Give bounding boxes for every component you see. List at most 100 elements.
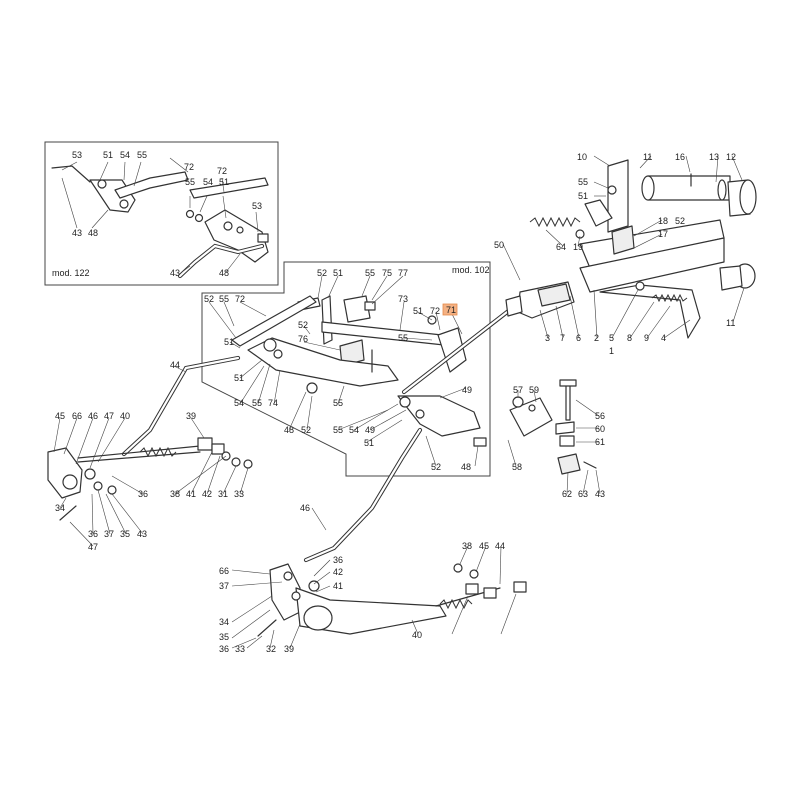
callout-label[interactable]: 64 (556, 242, 566, 252)
callout-label[interactable]: 57 (513, 385, 523, 395)
callout-label[interactable]: 51 (234, 373, 244, 383)
callout-label[interactable]: 52 (298, 320, 308, 330)
callout-label[interactable]: 40 (412, 630, 422, 640)
callout-label[interactable]: 51 (219, 177, 229, 187)
callout-label[interactable]: 48 (284, 425, 294, 435)
callout-label[interactable]: 17 (658, 229, 668, 239)
callout-label[interactable]: 36 (333, 555, 343, 565)
callout-label[interactable]: 11 (643, 152, 652, 162)
callout-label[interactable]: 19 (573, 242, 583, 252)
callout-label[interactable]: 49 (462, 385, 472, 395)
callout-label[interactable]: 59 (529, 385, 539, 395)
callout-label[interactable]: 4 (661, 333, 666, 343)
callout-label[interactable]: 55 (185, 177, 195, 187)
callout-label[interactable]: 3 (545, 333, 550, 343)
callout-label[interactable]: 54 (203, 177, 213, 187)
callout-label[interactable]: 34 (219, 617, 229, 627)
callout-label[interactable]: 48 (219, 268, 229, 278)
callout-label[interactable]: 36 (88, 529, 98, 539)
callout-label[interactable]: 50 (494, 240, 504, 250)
callout-label[interactable]: 48 (461, 462, 471, 472)
callout-label[interactable]: 52 (317, 268, 327, 278)
callout-label[interactable]: 42 (202, 489, 212, 499)
callout-label[interactable]: 66 (72, 411, 82, 421)
callout-label[interactable]: 41 (186, 489, 196, 499)
callout-label[interactable]: 36 (138, 489, 148, 499)
callout-label[interactable]: 38 (170, 489, 180, 499)
callout-label[interactable]: 49 (365, 425, 375, 435)
callout-label[interactable]: 72 (184, 162, 194, 172)
callout-label[interactable]: 43 (72, 228, 82, 238)
callout-label[interactable]: 37 (104, 529, 114, 539)
callout-label[interactable]: 77 (398, 268, 408, 278)
callout-label[interactable]: 62 (562, 489, 572, 499)
callout-label[interactable]: 5 (609, 333, 614, 343)
callout-label[interactable]: 55 (252, 398, 262, 408)
callout-label[interactable]: 54 (234, 398, 244, 408)
callout-label[interactable]: 46 (88, 411, 98, 421)
callout-label[interactable]: 52 (675, 216, 685, 226)
callout-label[interactable]: 34 (55, 503, 65, 513)
callout-label[interactable]: 1 (609, 346, 614, 356)
callout-label[interactable]: 7 (560, 333, 565, 343)
callout-label[interactable]: 55 (365, 268, 375, 278)
callout-label[interactable]: 52 (204, 294, 214, 304)
callout-label[interactable]: 51 (224, 337, 234, 347)
callout-label[interactable]: 32 (266, 644, 276, 654)
callout-label[interactable]: 53 (72, 150, 82, 160)
callout-label[interactable]: 35 (120, 529, 130, 539)
callout-label[interactable]: 55 (137, 150, 147, 160)
callout-label[interactable]: 13 (709, 152, 719, 162)
callout-label[interactable]: 72 (217, 166, 227, 176)
callout-label[interactable]: 75 (382, 268, 392, 278)
callout-label[interactable]: 18 (658, 216, 668, 226)
callout-label[interactable]: 9 (644, 333, 649, 343)
callout-label[interactable]: 44 (170, 360, 180, 370)
callout-label[interactable]: 76 (298, 334, 308, 344)
callout-label[interactable]: 54 (349, 425, 359, 435)
callout-label[interactable]: 56 (595, 411, 605, 421)
callout-label[interactable]: 41 (333, 581, 343, 591)
callout-label[interactable]: 39 (186, 411, 196, 421)
callout-label[interactable]: 51 (364, 438, 374, 448)
callout-label[interactable]: 72 (430, 306, 440, 316)
callout-label[interactable]: 12 (726, 152, 736, 162)
callout-label[interactable]: 43 (137, 529, 147, 539)
callout-label[interactable]: 53 (252, 201, 262, 211)
callout-label[interactable]: 10 (577, 152, 587, 162)
callout-label[interactable]: 54 (120, 150, 130, 160)
callout-label[interactable]: 46 (300, 503, 310, 513)
callout-label[interactable]: 33 (235, 644, 245, 654)
callout-label[interactable]: 43 (595, 489, 605, 499)
callout-label[interactable]: 2 (594, 333, 599, 343)
callout-label[interactable]: 58 (512, 462, 522, 472)
callout-label[interactable]: 16 (675, 152, 685, 162)
callout-label[interactable]: 52 (431, 462, 441, 472)
callout-label[interactable]: 45 (479, 541, 489, 551)
callout-label[interactable]: 6 (576, 333, 581, 343)
callout-label[interactable]: 51 (578, 191, 588, 201)
callout-label[interactable]: 31 (218, 489, 228, 499)
callout-label[interactable]: 51 (413, 306, 423, 316)
callout-label[interactable]: 66 (219, 566, 229, 576)
callout-label[interactable]: 55 (578, 177, 588, 187)
callout-label[interactable]: 72 (235, 294, 245, 304)
callout-label[interactable]: 51 (103, 150, 113, 160)
callout-label[interactable]: 45 (55, 411, 65, 421)
callout-label[interactable]: 39 (284, 644, 294, 654)
callout-label[interactable]: 74 (268, 398, 278, 408)
callout-label[interactable]: 55 (219, 294, 229, 304)
callout-label[interactable]: 51 (333, 268, 343, 278)
callout-label[interactable]: 37 (219, 581, 229, 591)
callout-label[interactable]: 47 (88, 542, 98, 552)
callout-label[interactable]: 40 (120, 411, 130, 421)
callout-label[interactable]: 43 (170, 268, 180, 278)
callout-label[interactable]: 36 (219, 644, 229, 654)
callout-label[interactable]: 8 (627, 333, 632, 343)
callout-label[interactable]: 60 (595, 424, 605, 434)
callout-label[interactable]: 44 (495, 541, 505, 551)
callout-label[interactable]: 42 (333, 567, 343, 577)
callout-label[interactable]: 47 (104, 411, 114, 421)
callout-label[interactable]: 61 (595, 437, 605, 447)
callout-label[interactable]: 71 (446, 305, 456, 315)
